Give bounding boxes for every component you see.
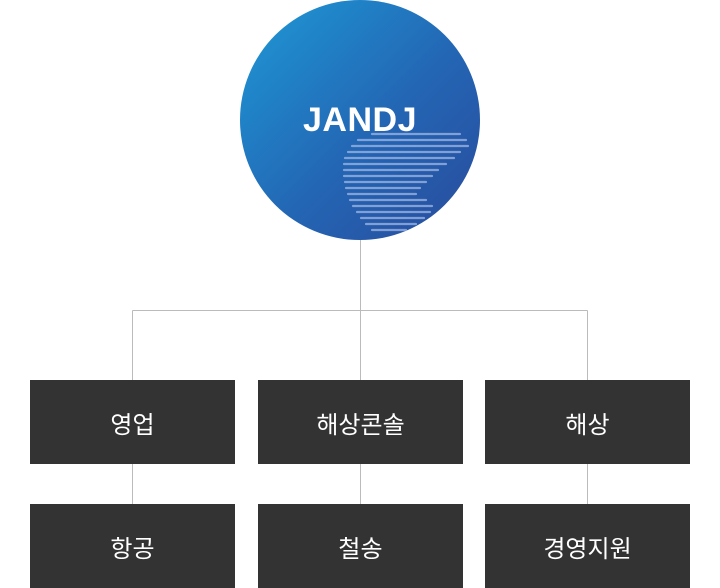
globe-lines-icon: [342, 132, 470, 232]
dept-node-air: 항공: [30, 504, 235, 588]
dept-node-ocean: 해상: [485, 380, 690, 464]
dept-node-rail: 철송: [258, 504, 463, 588]
dept-node-management-support: 경영지원: [485, 504, 690, 588]
dept-node-ocean-console: 해상콘솔: [258, 380, 463, 464]
dept-node-sales: 영업: [30, 380, 235, 464]
root-node-jandj: JANDJ: [240, 0, 480, 240]
root-title: JANDJ: [303, 101, 417, 139]
